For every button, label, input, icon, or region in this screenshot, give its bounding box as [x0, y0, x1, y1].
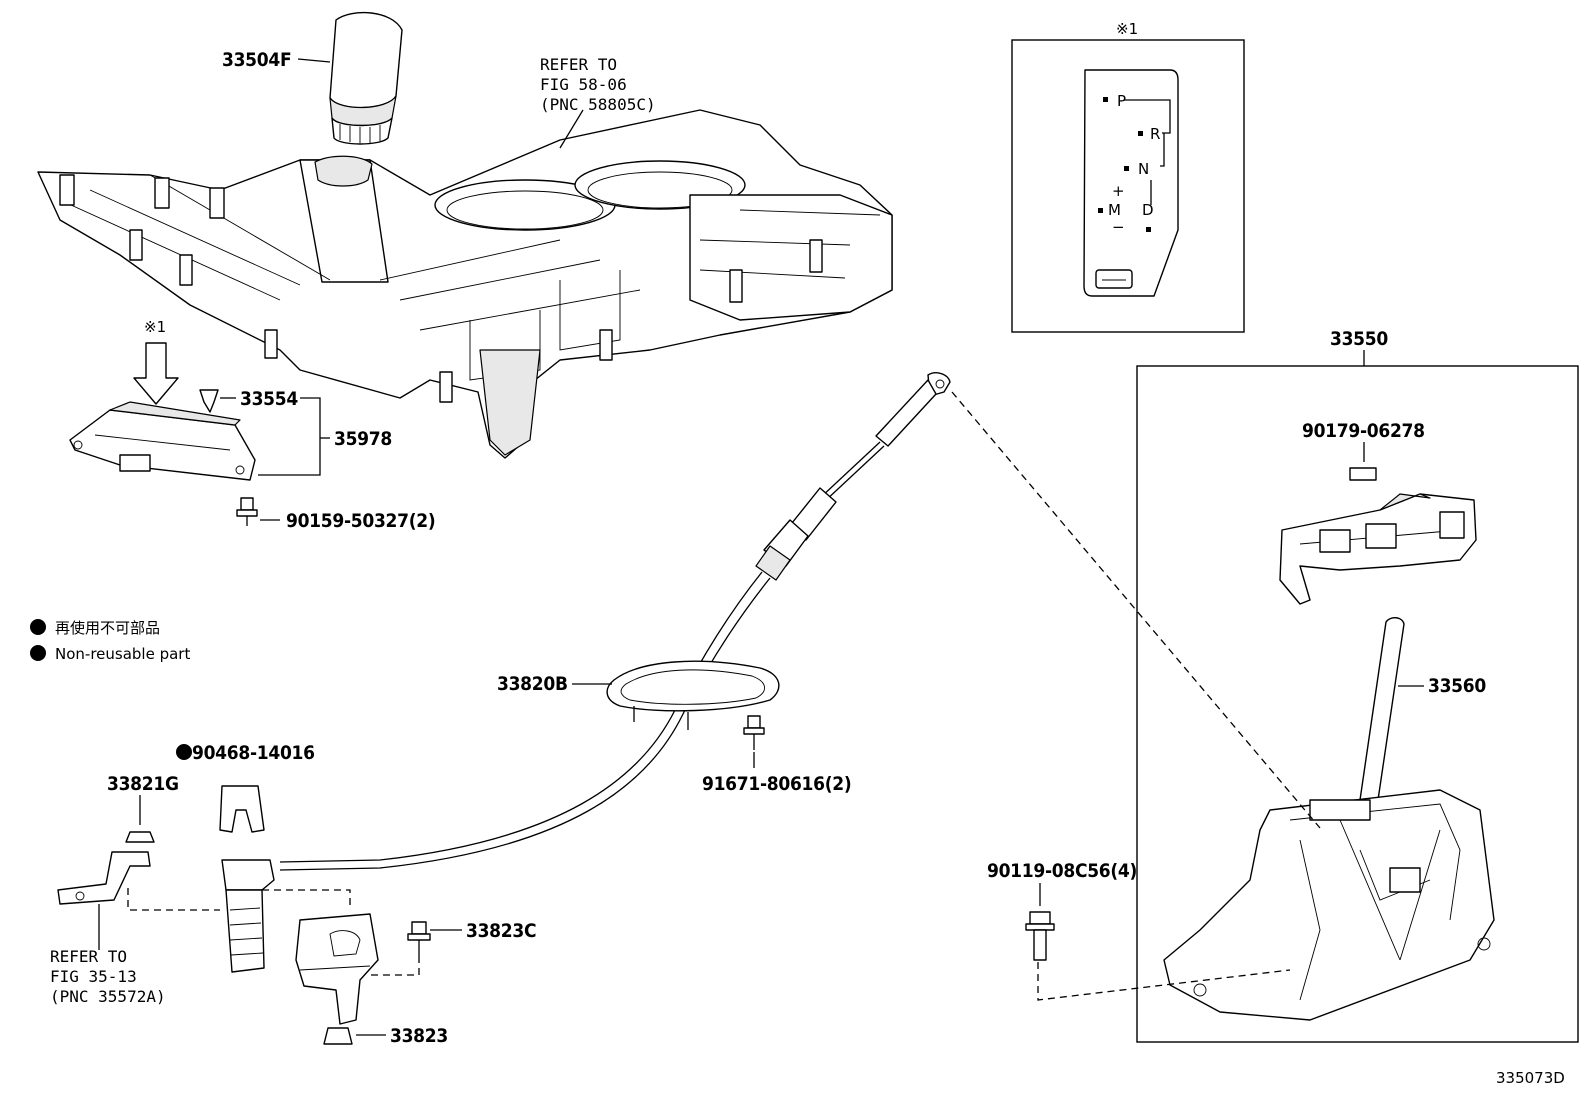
refer-console-line3: (PNC 58805C) — [540, 95, 656, 114]
gate-N: N — [1138, 160, 1149, 178]
legend-bullet-icon — [30, 619, 46, 635]
label-shifter-nut: 90179-06278 — [1302, 420, 1425, 442]
label-grommet-bolt: 91671-80616(2) — [702, 773, 851, 795]
cable-bracket-drawing — [57, 851, 151, 905]
refer-console-line2: FIG 58-06 — [540, 75, 627, 94]
gate-P: P — [1117, 92, 1126, 110]
gate-D: D — [1142, 201, 1154, 219]
label-lever: 33560 — [1428, 675, 1486, 697]
figure-id: 335073D — [1496, 1069, 1565, 1087]
indicator-housing-drawing — [1279, 493, 1477, 605]
shifter-bolt-drawing — [1025, 911, 1055, 961]
shifter-base-drawing — [1163, 789, 1495, 1021]
gate-minus: − — [1112, 218, 1125, 236]
label-bracket-bolt: 33823C — [466, 920, 536, 942]
label-bracket: 33823 — [390, 1025, 448, 1047]
label-sensor-bolt: 90159-50327(2) — [286, 510, 435, 532]
label-sensor-clip: 33554 — [240, 388, 298, 410]
label-shifter-bolt: 90119-08C56(4) — [987, 860, 1137, 882]
refer-bracket-line2: FIG 35-13 — [50, 967, 137, 986]
label-knob: 33504F — [222, 49, 291, 71]
legend-japanese: 再使用不可部品 — [55, 619, 160, 637]
shifter-nut-drawing — [1349, 467, 1377, 481]
legend-bullet-icon — [30, 645, 46, 661]
shifter-assy-box — [1136, 365, 1579, 1043]
arrow-down-icon — [133, 342, 179, 405]
legend-english: Non-reusable part — [55, 645, 190, 663]
gate-R: R — [1150, 125, 1160, 143]
refer-bracket-line1: REFER TO — [50, 947, 127, 966]
label-sensor-assy: 35978 — [334, 428, 392, 450]
gate-indicator-drawing — [1083, 69, 1179, 297]
non-reusable-bullet-icon — [176, 744, 192, 760]
shift-cable-drawing — [221, 372, 951, 973]
mark1-top: ※1 — [1116, 20, 1138, 38]
gate-M: M — [1108, 201, 1121, 219]
mark1-left: ※1 — [144, 318, 166, 336]
label-cable-grommet: 33820B — [497, 673, 568, 695]
bracket-bolt-drawing — [407, 921, 431, 956]
label-retainer: 90468-14016 — [192, 742, 315, 764]
label-shifter-assy: 33550 — [1330, 328, 1388, 350]
gate-detail-box — [1011, 39, 1245, 333]
refer-console-line1: REFER TO — [540, 55, 617, 74]
refer-bracket-line3: (PNC 35572A) — [50, 987, 166, 1006]
clip-drawing — [125, 831, 155, 843]
sensor-assy-drawing — [69, 389, 258, 526]
label-clip: 33821G — [107, 773, 179, 795]
gate-plus: + — [1112, 182, 1125, 200]
console-box-drawing — [37, 109, 893, 459]
cable-grommet-drawing — [606, 660, 780, 750]
shift-knob-drawing — [329, 11, 403, 145]
shift-lever-drawing — [1359, 617, 1405, 801]
retainer-drawing — [219, 785, 265, 833]
bracket-33823-drawing — [295, 913, 379, 1045]
